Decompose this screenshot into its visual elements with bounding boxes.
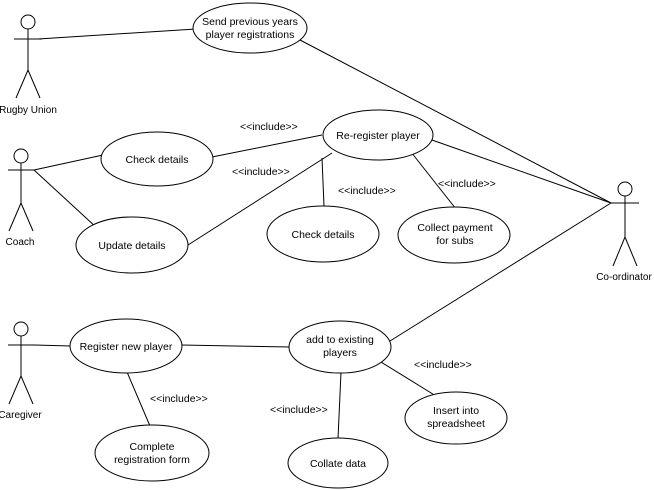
usecase-complete-form: Complete registration form bbox=[94, 424, 210, 482]
usecase-collate-data: Collate data bbox=[287, 437, 389, 489]
usecase-label: player registrations bbox=[206, 29, 295, 41]
usecase-register-new: Register new player bbox=[69, 318, 183, 374]
usecase-re-register: Re-register player bbox=[322, 109, 434, 161]
usecase-check-details-mid: Check details bbox=[266, 205, 380, 263]
usecase-label: registration form bbox=[114, 454, 190, 466]
assoc-rugby-send bbox=[37, 28, 197, 40]
usecase-label: Insert into bbox=[433, 405, 479, 417]
assoc-register-add bbox=[180, 344, 291, 348]
include-reregister-payment bbox=[410, 151, 457, 210]
usecase-label: spreadsheet bbox=[427, 418, 485, 430]
actor-head bbox=[13, 148, 29, 164]
usecase-label: Update details bbox=[98, 240, 165, 252]
assoc-caregiver-register bbox=[33, 344, 72, 347]
usecase-send-previous: Send previous years player registrations bbox=[192, 2, 308, 54]
include-label: <<include>> bbox=[232, 166, 290, 178]
include-register-form bbox=[126, 371, 151, 427]
usecase-label: for subs bbox=[436, 235, 473, 247]
assoc-coach-update bbox=[33, 169, 98, 229]
actor-label: Coach bbox=[6, 237, 35, 248]
actor-label: Co-ordinator bbox=[596, 272, 652, 283]
actor-head bbox=[13, 321, 29, 337]
usecase-insert-spreadsheet: Insert into spreadsheet bbox=[404, 391, 508, 445]
assoc-add-coordinator bbox=[389, 202, 612, 342]
usecase-label: Re-register player bbox=[336, 130, 420, 142]
assoc-send-coordinator bbox=[299, 39, 612, 204]
include-label: <<include>> bbox=[270, 404, 328, 416]
actor-label: Caregiver bbox=[0, 410, 42, 421]
usecase-label: Collect payment bbox=[417, 222, 492, 234]
actor-head bbox=[20, 14, 36, 30]
usecase-label: Check details bbox=[291, 229, 354, 241]
include-update-reregister bbox=[187, 152, 333, 246]
include-add-spreadsheet bbox=[380, 361, 437, 397]
actor-rugby-union: Rugby Union bbox=[0, 14, 57, 116]
include-reregister-checkmid bbox=[321, 157, 325, 207]
usecase-label: Collate data bbox=[310, 458, 366, 470]
usecase-label: add to existing bbox=[306, 334, 374, 346]
assoc-coach-check bbox=[33, 154, 104, 171]
usecase-add-existing: add to existing players bbox=[288, 320, 392, 374]
usecase-label: Check details bbox=[125, 154, 188, 166]
actor-caregiver: Caregiver bbox=[0, 321, 42, 421]
usecase-label: players bbox=[323, 347, 357, 359]
actor-label: Rugby Union bbox=[0, 105, 57, 116]
include-label: <<include>> bbox=[338, 185, 396, 197]
assoc-reregister-coordinator bbox=[431, 139, 612, 204]
include-label: <<include>> bbox=[414, 359, 472, 371]
actor-coach: Coach bbox=[6, 148, 35, 248]
usecase-label: Register new player bbox=[80, 341, 173, 353]
usecase-collect-payment: Collect payment for subs bbox=[397, 206, 511, 264]
include-add-collate bbox=[337, 371, 342, 440]
include-label: <<include>> bbox=[150, 393, 208, 405]
actor-head bbox=[617, 181, 633, 197]
include-label: <<include>> bbox=[240, 121, 298, 133]
usecase-update-details: Update details bbox=[75, 216, 189, 274]
include-label: <<include>> bbox=[438, 178, 496, 190]
connections bbox=[33, 28, 612, 440]
actor-coordinator: Co-ordinator bbox=[596, 181, 652, 283]
include-check-reregister bbox=[211, 134, 323, 158]
usecase-label: Complete bbox=[130, 441, 175, 453]
usecase-check-details-left: Check details bbox=[100, 131, 214, 187]
usecase-label: Send previous years bbox=[202, 16, 298, 28]
include-labels: <<include>> <<include>> <<include>> <<in… bbox=[150, 121, 496, 416]
